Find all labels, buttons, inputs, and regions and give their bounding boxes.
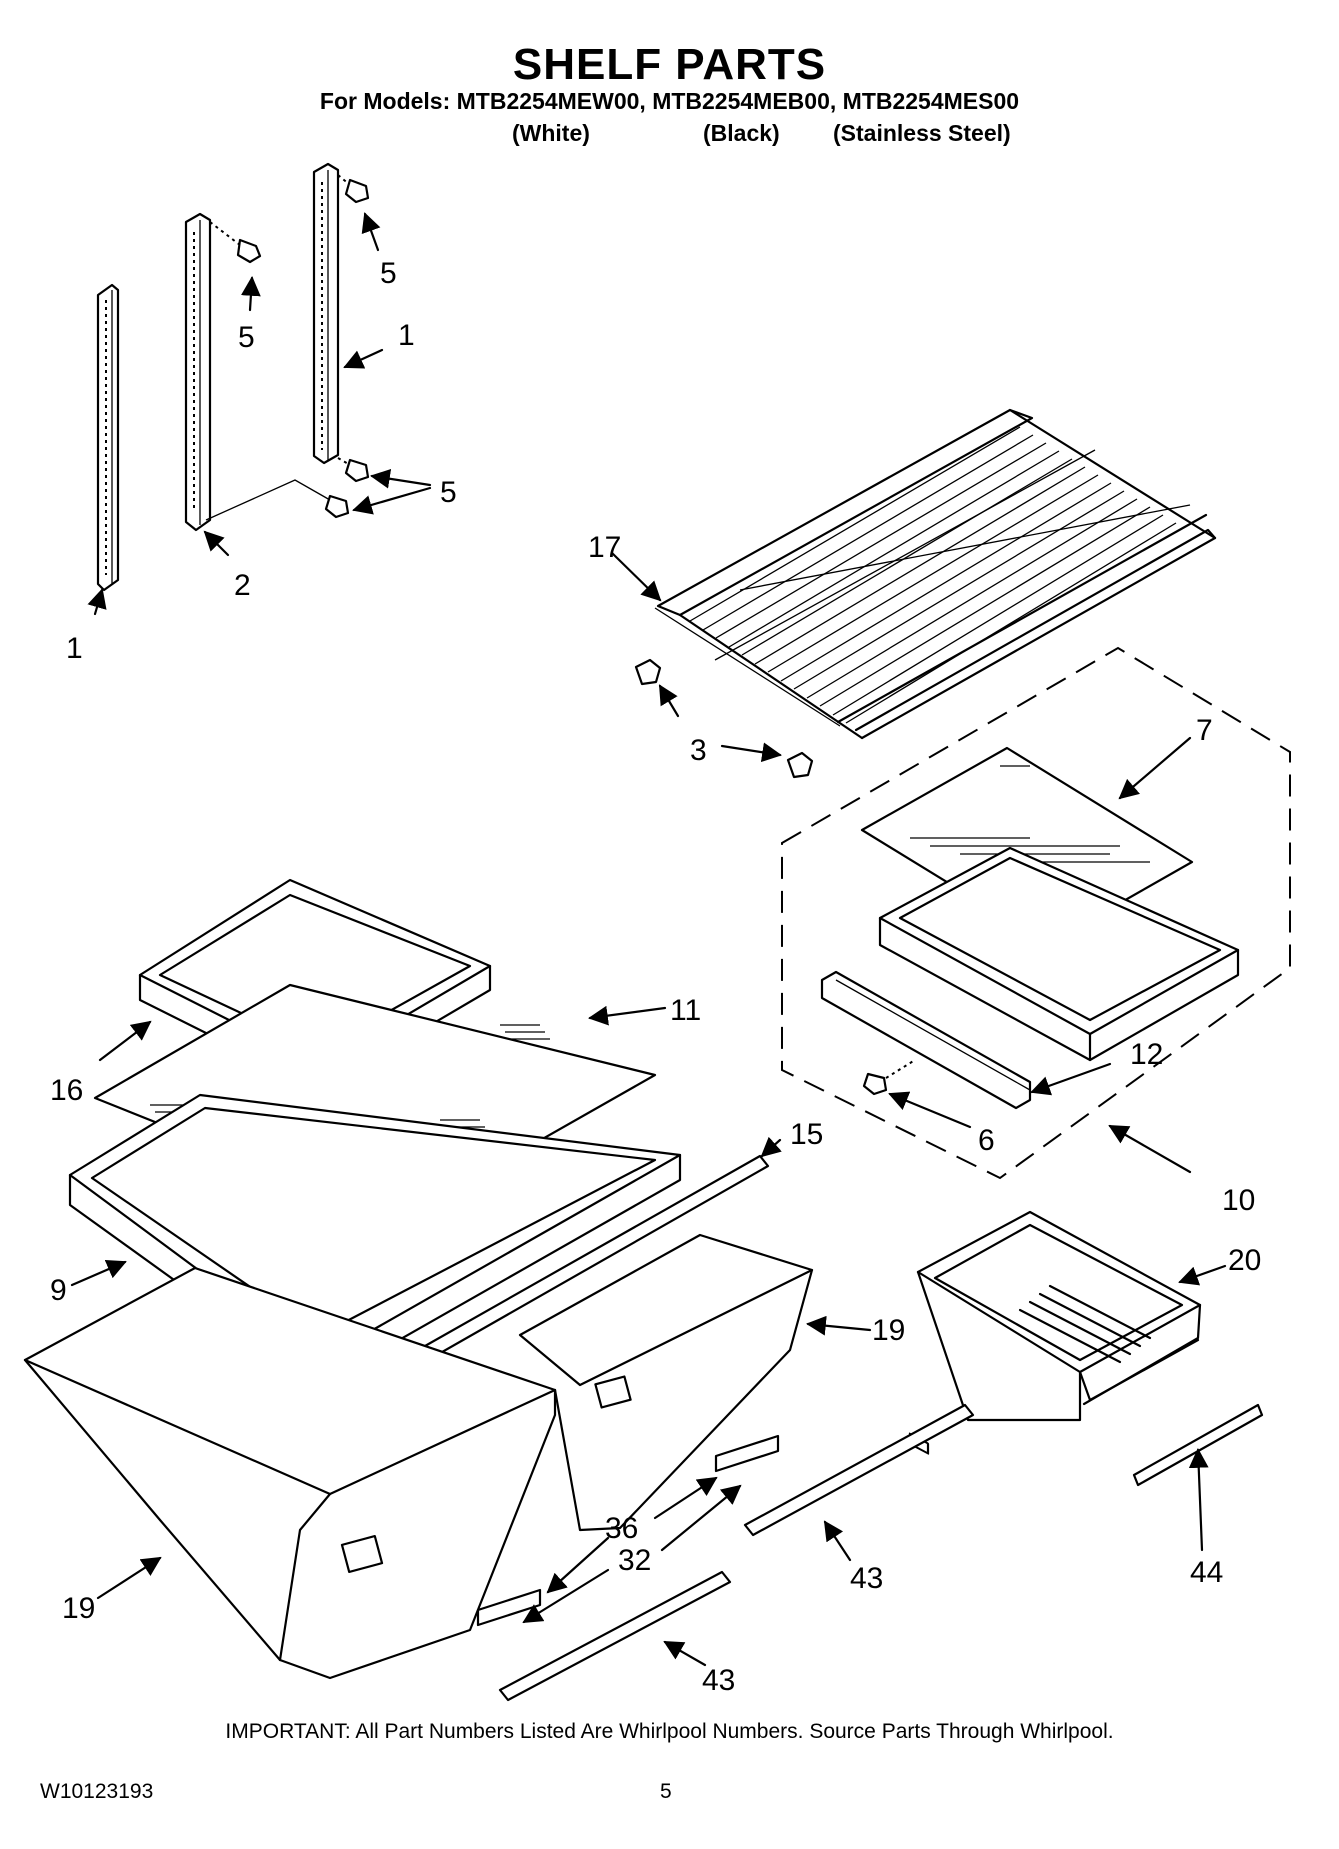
drawer-label xyxy=(714,1434,780,1473)
screw xyxy=(862,1059,916,1096)
shelf-rail xyxy=(820,970,1032,1110)
callout-2: 2 xyxy=(234,569,251,602)
variant-black: (Black) xyxy=(703,120,780,146)
drawer-label xyxy=(476,1588,542,1627)
callout-32: 32 xyxy=(618,1544,651,1577)
callout-15: 15 xyxy=(790,1118,823,1151)
variant-stainless: (Stainless Steel) xyxy=(833,120,1011,146)
callout-44: 44 xyxy=(1190,1556,1223,1589)
callout-7: 7 xyxy=(1196,714,1213,747)
callout-5: 5 xyxy=(238,321,255,354)
callout-20: 20 xyxy=(1228,1244,1261,1277)
shelf-ladder-left xyxy=(96,283,120,592)
callout-43: 43 xyxy=(702,1664,735,1697)
callout-10: 10 xyxy=(1222,1184,1255,1217)
shelf-ladder-right xyxy=(312,162,340,465)
models-line: For Models: MTB2254MEW00, MTB2254MEB00, … xyxy=(319,88,1020,114)
callout-11: 11 xyxy=(670,994,701,1027)
shelf-stop xyxy=(786,751,814,779)
shelf-stop xyxy=(634,658,662,686)
callout-19: 19 xyxy=(872,1314,905,1347)
deli-drawer xyxy=(916,1210,1202,1422)
callout-1: 1 xyxy=(66,632,83,665)
callout-5: 5 xyxy=(380,257,397,290)
callout-16: 16 xyxy=(50,1074,83,1107)
crisper-drawer-right xyxy=(518,1233,814,1532)
callout-1: 1 xyxy=(398,319,415,352)
callout-5: 5 xyxy=(440,476,457,509)
callout-12: 12 xyxy=(1130,1038,1163,1071)
variant-white: (White) xyxy=(512,120,590,146)
shelf-ladder-center xyxy=(184,212,212,532)
wire-shelf xyxy=(654,408,1217,740)
callout-36: 36 xyxy=(605,1512,638,1545)
screw xyxy=(205,479,350,521)
page-number: 5 xyxy=(660,1780,672,1803)
document-code: W10123193 xyxy=(40,1780,154,1803)
callout-9: 9 xyxy=(50,1274,67,1307)
callout-19: 19 xyxy=(62,1592,95,1625)
drawer-trim xyxy=(1132,1403,1264,1487)
drawer-trim xyxy=(743,1403,975,1537)
screw xyxy=(209,221,262,264)
callout-3: 3 xyxy=(690,734,707,767)
important-note: IMPORTANT: All Part Numbers Listed Are W… xyxy=(225,1720,1114,1743)
callout-17: 17 xyxy=(588,531,621,564)
screw xyxy=(337,457,370,483)
page-title: SHELF PARTS xyxy=(512,40,827,89)
shelf-frame xyxy=(878,846,1240,1455)
shelf-assembly-outline xyxy=(781,646,1291,1180)
callout-43: 43 xyxy=(850,1562,883,1595)
drawer-trim xyxy=(498,1570,732,1702)
screw xyxy=(337,174,370,204)
callout-6: 6 xyxy=(978,1124,995,1157)
